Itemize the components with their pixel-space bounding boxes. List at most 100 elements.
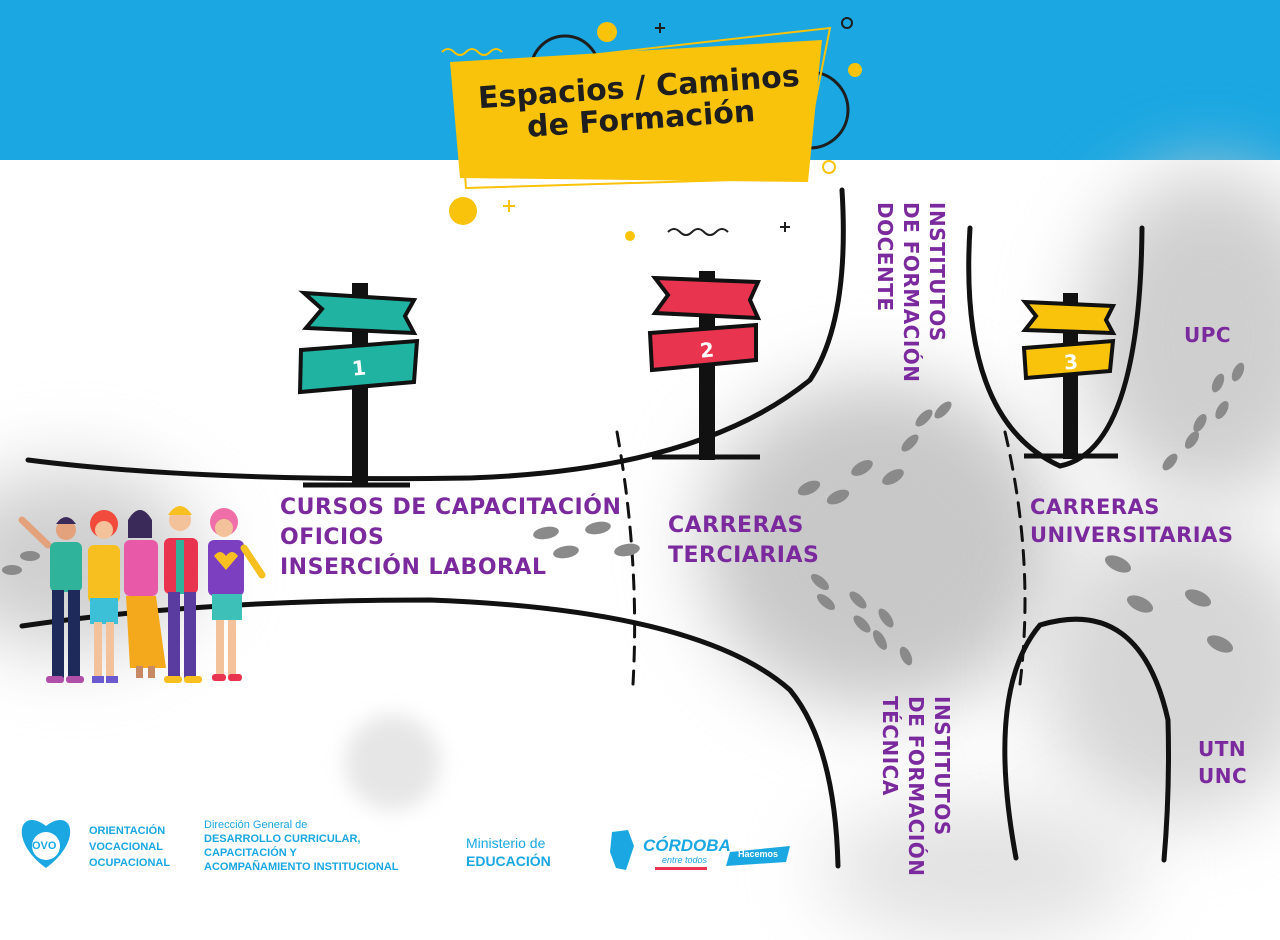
footprint bbox=[1126, 595, 1154, 613]
footprint bbox=[878, 608, 894, 628]
label-terciarias: CARRERAS TERCIARIAS bbox=[668, 511, 819, 571]
footprint bbox=[899, 646, 913, 666]
road-right-top-loop bbox=[966, 225, 1145, 469]
signpost-1 bbox=[297, 283, 420, 488]
label-line: CURSOS DE CAPACITACIÓN bbox=[280, 495, 622, 520]
sign-board-number bbox=[297, 338, 420, 395]
footer-line: DESARROLLO CURRICULAR, bbox=[204, 833, 361, 845]
footprint bbox=[849, 591, 867, 609]
person-2 bbox=[88, 510, 120, 683]
label-utn-unc: UTN UNC bbox=[1198, 736, 1247, 790]
decor-ring-small bbox=[841, 17, 853, 29]
sign-board-number bbox=[647, 322, 758, 373]
hacemos-label: Hacemos bbox=[738, 849, 779, 859]
footer-line: Dirección General de bbox=[204, 819, 308, 831]
sign-board-top bbox=[1020, 299, 1117, 336]
friends-illustration bbox=[18, 506, 266, 683]
shade-spot bbox=[345, 715, 440, 810]
label-cursos: CURSOS DE CAPACITACIÓN OFICIOS INSERCIÓN… bbox=[280, 493, 621, 583]
label-line: TÉCNICA bbox=[878, 696, 902, 796]
label-line: TERCIARIAS bbox=[668, 543, 820, 568]
decor-dot bbox=[625, 231, 635, 241]
sign-board-number bbox=[1021, 338, 1116, 381]
footprint bbox=[20, 551, 40, 561]
footprint bbox=[882, 469, 904, 485]
ovo-logo bbox=[21, 819, 71, 868]
footprint bbox=[553, 545, 579, 559]
decor-dot bbox=[848, 63, 862, 77]
person-4 bbox=[164, 506, 202, 683]
footprint bbox=[797, 480, 821, 496]
cordoba-map-icon bbox=[610, 830, 634, 870]
person-3 bbox=[124, 510, 166, 678]
person-5 bbox=[208, 508, 266, 681]
decor-plus bbox=[655, 23, 665, 33]
footprint bbox=[901, 434, 919, 452]
sign-number-2: 2 bbox=[698, 337, 716, 363]
cordoba-logo bbox=[610, 830, 790, 870]
footprint bbox=[1193, 413, 1207, 433]
footprint bbox=[1231, 362, 1245, 382]
decor-dot bbox=[597, 22, 617, 42]
footprint bbox=[533, 526, 559, 540]
dashed-divider bbox=[1003, 430, 1027, 686]
footer-line: EDUCACIÓN bbox=[466, 853, 551, 869]
label-line: CARRERAS bbox=[668, 513, 804, 538]
footprint bbox=[2, 565, 22, 575]
label-upc: UPC bbox=[1184, 322, 1231, 349]
label-line: DE FORMACIÓN bbox=[904, 696, 928, 877]
footprint bbox=[585, 521, 611, 535]
banner-fill bbox=[450, 40, 822, 182]
sign-board-top bbox=[650, 275, 762, 321]
decor-plus bbox=[780, 222, 790, 232]
footprint bbox=[1206, 635, 1234, 653]
label-formacion-tecnica: INSTITUTOS DE FORMACIÓN TÉCNICA bbox=[877, 696, 955, 877]
label-line: UNC bbox=[1198, 764, 1248, 788]
label-line: CARRERAS bbox=[1030, 495, 1160, 519]
footprint bbox=[934, 401, 952, 419]
cordoba-tagline: entre todos bbox=[662, 855, 708, 865]
label-line: INSTITUTOS bbox=[930, 696, 954, 836]
decor-squiggle bbox=[667, 228, 729, 236]
footprint bbox=[1211, 373, 1225, 393]
footprint bbox=[1184, 589, 1212, 607]
label-line: OFICIOS bbox=[280, 525, 385, 550]
label-universitarias: CARRERAS UNIVERSITARIAS bbox=[1030, 493, 1233, 549]
ovo-name: ORIENTACIÓN VOCACIONAL OCUPACIONAL bbox=[89, 823, 170, 871]
decor-squiggle bbox=[441, 48, 503, 56]
signpost-2 bbox=[647, 271, 762, 460]
label-formacion-docente: INSTITUTOS DE FORMACIÓN DOCENTE bbox=[872, 202, 950, 383]
footprint bbox=[614, 543, 640, 557]
label-line: DOCENTE bbox=[873, 202, 897, 312]
footer-line: VOCACIONAL bbox=[89, 841, 163, 853]
signpost-3 bbox=[1020, 293, 1118, 459]
footer-line: ORIENTACIÓN bbox=[89, 825, 166, 837]
footprint bbox=[915, 409, 933, 427]
ovo-logo-letters: OVO bbox=[32, 840, 57, 852]
sign-number-1: 1 bbox=[350, 355, 368, 381]
footprint bbox=[1104, 555, 1132, 573]
footprints bbox=[2, 362, 1245, 666]
footprint bbox=[851, 460, 873, 476]
footprint bbox=[1162, 453, 1178, 471]
footprint bbox=[826, 489, 850, 505]
footprint bbox=[873, 630, 887, 650]
footer-line: CAPACITACIÓN Y bbox=[204, 847, 297, 859]
footprint bbox=[1184, 431, 1200, 449]
direccion-general: Dirección General de DESARROLLO CURRICUL… bbox=[204, 818, 399, 874]
cordoba-wordmark: CÓRDOBA bbox=[643, 836, 731, 855]
sign-board-top bbox=[298, 290, 418, 336]
label-line: UTN bbox=[1198, 737, 1247, 761]
shade-center bbox=[700, 380, 1060, 710]
road-right-bottom-loop bbox=[1002, 616, 1171, 863]
label-line: UNIVERSITARIAS bbox=[1030, 523, 1234, 547]
scene-drawing bbox=[2, 17, 1245, 870]
decor-dot bbox=[449, 197, 477, 225]
footer-line: Ministerio de bbox=[466, 835, 546, 851]
label-line: INSERCIÓN LABORAL bbox=[280, 555, 547, 580]
title-banner bbox=[441, 17, 862, 241]
label-line: DE FORMACIÓN bbox=[899, 202, 923, 383]
dashed-divider bbox=[615, 430, 637, 686]
footprint bbox=[853, 615, 871, 633]
footprint bbox=[816, 593, 836, 611]
